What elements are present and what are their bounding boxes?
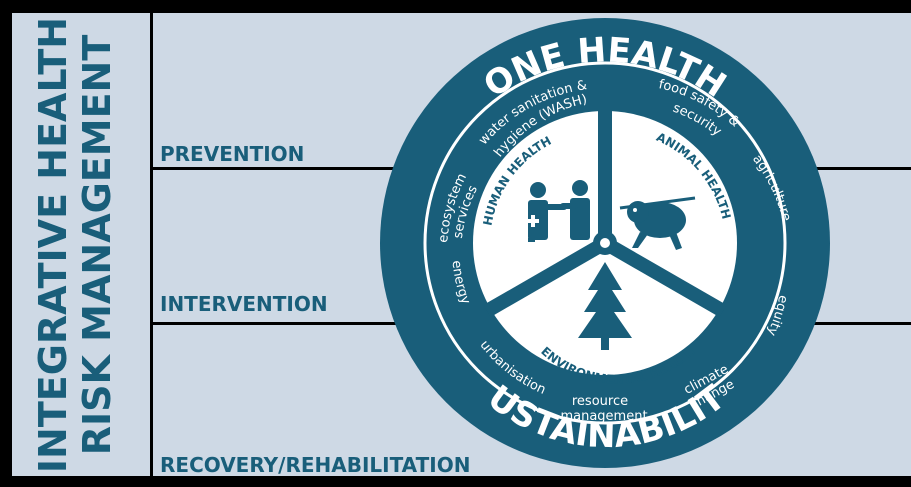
side-title: INTEGRATIVE HEALTH RISK MANAGEMENT bbox=[31, 17, 119, 473]
ring-divider bbox=[423, 61, 787, 425]
sector-spokes bbox=[483, 105, 727, 318]
tree-icon bbox=[578, 262, 632, 350]
ring-label-resource-1: resource bbox=[572, 394, 628, 409]
hub-center bbox=[600, 238, 610, 248]
side-title-line2: RISK MANAGEMENT bbox=[75, 35, 119, 456]
row-label-prevention: PREVENTION bbox=[160, 142, 304, 166]
row-label-recovery: RECOVERY/REHABILITATION bbox=[160, 453, 470, 477]
side-title-line1: INTEGRATIVE HEALTH bbox=[31, 17, 75, 473]
ring-label-resource-2: management bbox=[560, 409, 647, 424]
row-label-intervention: INTERVENTION bbox=[160, 292, 328, 316]
side-title-panel bbox=[12, 13, 150, 476]
animal-health-icon bbox=[619, 196, 696, 250]
human-health-icon bbox=[527, 180, 590, 242]
